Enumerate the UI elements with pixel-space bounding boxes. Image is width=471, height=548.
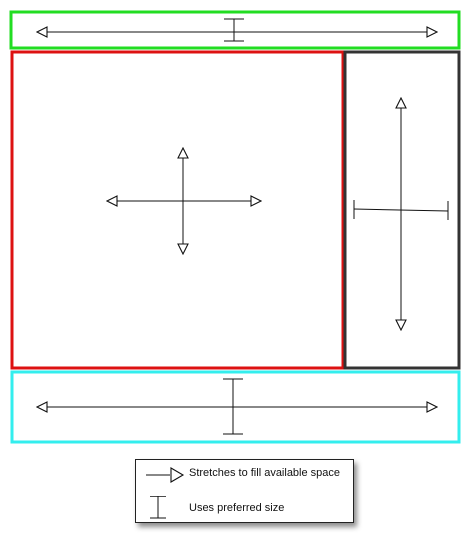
legend-row-preferred: Uses preferred size: [136, 496, 353, 520]
legend-row-stretch: Stretches to fill available space: [136, 463, 353, 487]
bottom-preferred-size-marker: [223, 378, 243, 435]
legend: Stretches to fill available space Uses p…: [135, 459, 354, 523]
i-beam-icon: [150, 496, 166, 519]
legend-stretch-label: Stretches to fill available space: [189, 467, 341, 479]
top-preferred-size-marker: [224, 18, 244, 42]
bottom-region: [10, 370, 461, 444]
legend-preferred-label: Uses preferred size: [189, 502, 285, 514]
right-preferred-size-marker: [353, 200, 449, 220]
center-region: [10, 50, 345, 370]
right-region: [343, 50, 461, 370]
top-region: [9, 10, 461, 50]
open-arrow-icon: [146, 467, 185, 483]
